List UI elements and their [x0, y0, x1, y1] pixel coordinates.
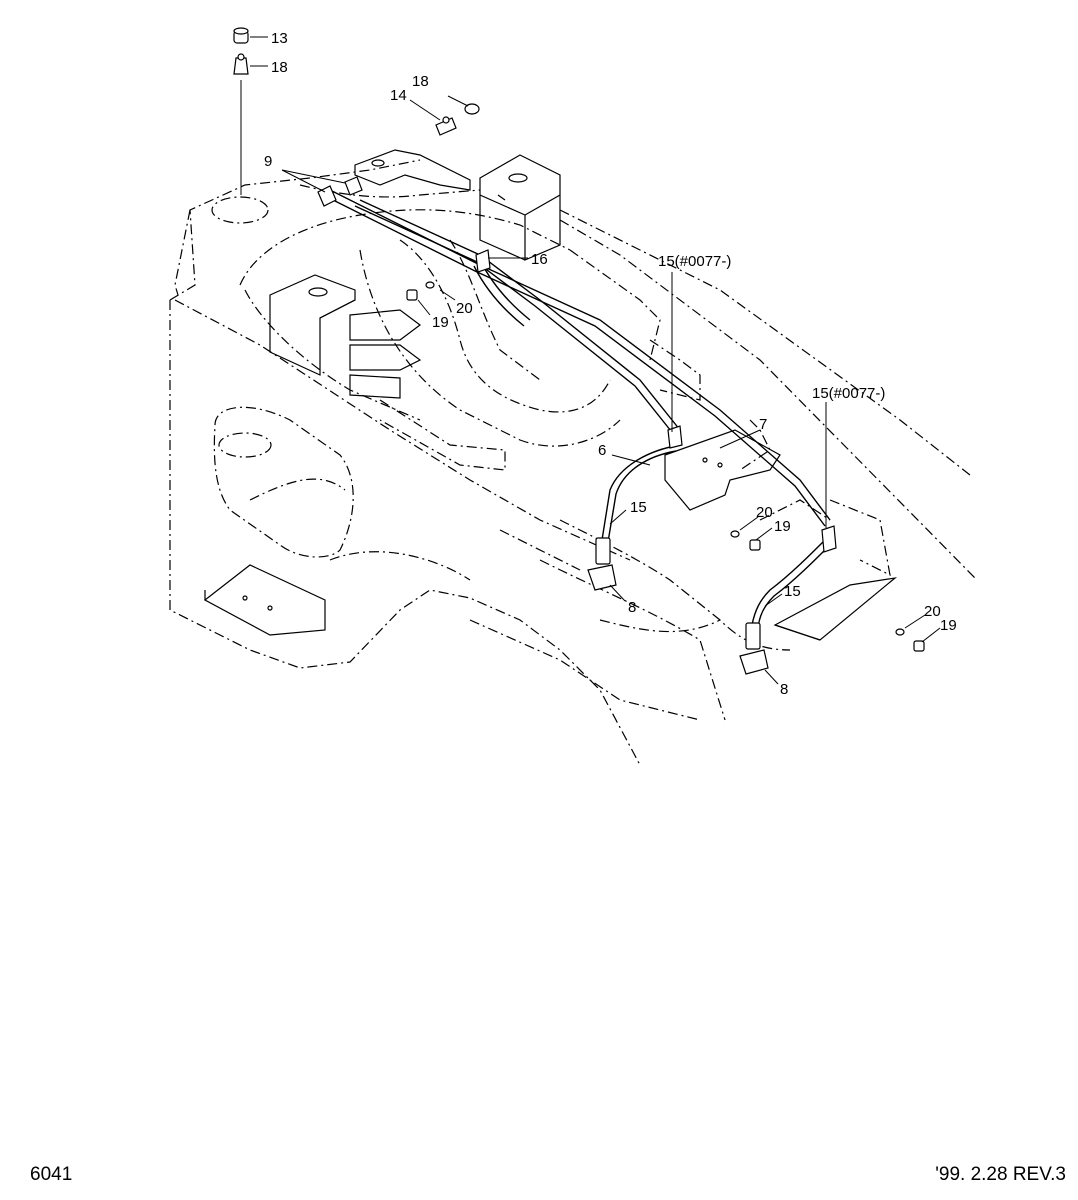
- pipe-fitting-9-b: [344, 176, 363, 196]
- callout-20-left: 20: [456, 300, 473, 317]
- mount-bracket-top: [354, 149, 471, 191]
- callout-19-right: 19: [940, 617, 957, 634]
- callout-9: 9: [264, 153, 272, 170]
- bolt-19-left: [406, 289, 418, 301]
- mount-bracket-lower: [203, 564, 326, 636]
- pipe-clamp-left: [667, 425, 683, 449]
- grease-nipple-18: [233, 53, 249, 75]
- grease-pipe-upper: [354, 199, 681, 437]
- callout-20-mid: 20: [756, 504, 773, 521]
- bracket-block-left: [269, 274, 422, 399]
- callout-19-mid: 19: [774, 518, 791, 535]
- callout-15-serial-left: 15(#0077-): [658, 253, 731, 270]
- leader-lines: [250, 36, 941, 685]
- pipe-clamp-16: [475, 249, 491, 273]
- mount-plate-middle: [664, 429, 781, 511]
- callout-18-fitting: 18: [271, 59, 288, 76]
- callout-8-right: 8: [780, 681, 788, 698]
- pipe-fitting-9-a: [317, 185, 337, 207]
- frame-pocket-left: [213, 406, 354, 558]
- callout-19-left: 19: [432, 314, 449, 331]
- callout-14: 14: [390, 87, 407, 104]
- frame-outline: [169, 159, 976, 766]
- pipe-clamp-right: [821, 525, 837, 553]
- bracket-block-right: [479, 154, 561, 261]
- sheet-number: 6041: [30, 1164, 73, 1185]
- callout-labels: 13 18 18 14 9 16 20 19 15(#0077-) 15(#00…: [264, 30, 957, 698]
- bolt-19-right: [913, 640, 925, 652]
- callout-13: 13: [271, 30, 288, 47]
- grease-nipple-14: [435, 116, 457, 136]
- grease-hose-left: [587, 444, 681, 591]
- callout-15-left: 15: [630, 499, 647, 516]
- washer-20-left: [425, 281, 435, 289]
- bolt-19-mid: [749, 539, 761, 551]
- callout-15-right: 15: [784, 583, 801, 600]
- cap-13: [233, 27, 249, 44]
- washer-20-right: [895, 628, 905, 636]
- washer-20-mid: [730, 530, 740, 538]
- cap-18: [464, 103, 480, 115]
- callout-20-right: 20: [924, 603, 941, 620]
- mount-plate-right: [773, 577, 898, 641]
- callout-16: 16: [531, 251, 548, 268]
- grease-hose-right: [739, 534, 835, 675]
- revision-stamp: '99. 2.28 REV.3: [935, 1164, 1066, 1185]
- callout-18-top: 18: [412, 73, 429, 90]
- frame-hole-top: [211, 196, 269, 224]
- callout-8-left: 8: [628, 599, 636, 616]
- callout-6: 6: [598, 442, 606, 459]
- callout-15-serial-right: 15(#0077-): [812, 385, 885, 402]
- callout-7: 7: [759, 416, 767, 433]
